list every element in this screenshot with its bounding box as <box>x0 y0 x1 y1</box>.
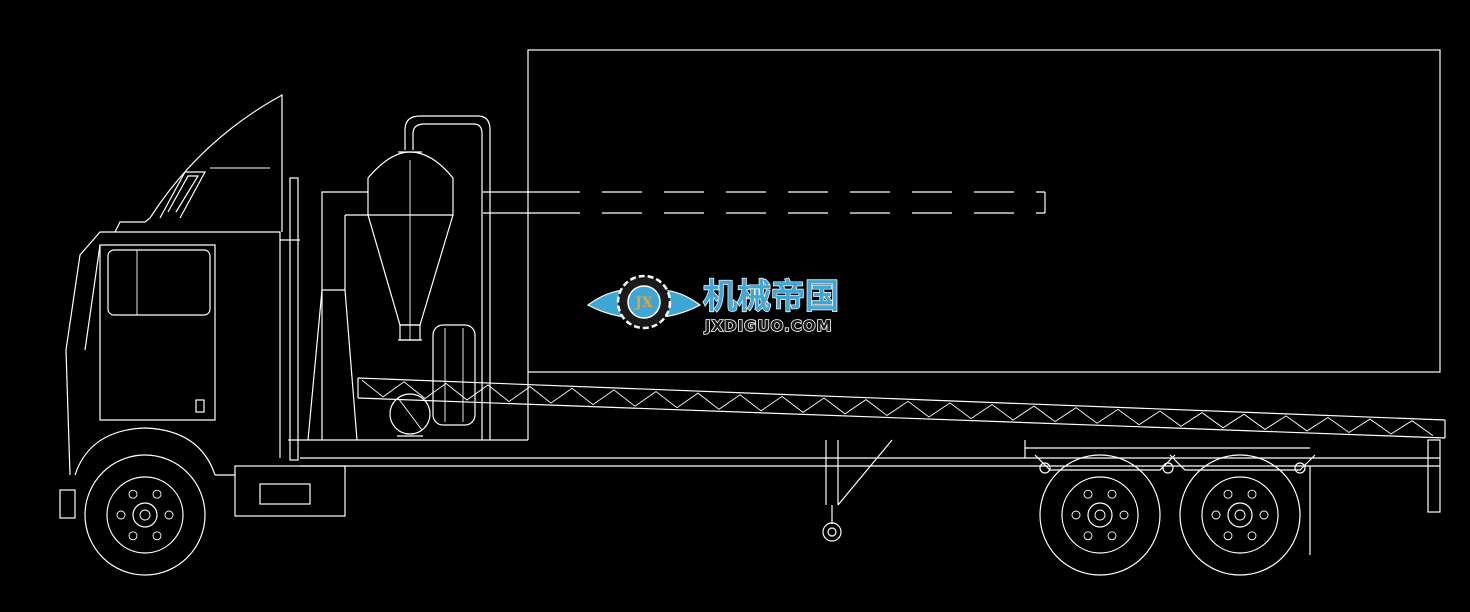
roof-visor-inner <box>167 175 200 213</box>
rear-hub-2 <box>1227 502 1253 528</box>
rotary-valve-blade <box>397 397 423 431</box>
conveyor-flight-zigzag <box>361 379 1434 436</box>
cab-outline <box>65 231 281 476</box>
rotary-valve <box>389 393 431 435</box>
wheel-lug-hole <box>1259 510 1269 520</box>
suspension-spring-1 <box>1034 454 1176 471</box>
trailer-chassis <box>300 372 1441 555</box>
wheel-lug-hole <box>1071 510 1081 520</box>
roof-visor <box>159 171 207 219</box>
front-wheel <box>84 454 206 576</box>
column-outer <box>321 191 368 440</box>
rear-hub-1 <box>1087 502 1113 528</box>
wheel-lug-hole <box>1083 531 1093 541</box>
cab-roof-step <box>114 217 151 233</box>
landing-gear-foot <box>822 522 842 542</box>
wheel-lug-hole <box>152 489 162 499</box>
watermark-logo: JX 机械帝国 JXDIGUO.COM <box>586 274 840 336</box>
logo-title-cn: 机械帝国 <box>703 277 839 317</box>
wheel-lug-hole <box>1107 531 1117 541</box>
logo-gear-center <box>627 285 661 319</box>
rear-rim-1 <box>1061 476 1139 554</box>
windshield-edge <box>84 244 101 351</box>
front-fender <box>74 427 216 476</box>
wheel-lug-hole <box>1247 489 1257 499</box>
truck-cab <box>59 93 346 519</box>
door-handle <box>195 399 205 413</box>
dashed-pipe <box>483 191 1046 214</box>
wheel-lug-holes <box>116 489 1269 541</box>
logo-mark-text: JX <box>633 295 653 311</box>
pipe-loop-inner <box>412 123 483 440</box>
front-rim <box>106 476 184 554</box>
cab-window <box>107 249 211 316</box>
cyclone-separator <box>367 115 491 440</box>
blower-unit <box>389 324 476 437</box>
roof-fairing <box>149 93 283 232</box>
rear-tire-2 <box>1179 454 1301 576</box>
exhaust-stack <box>289 177 299 461</box>
wheel-lug-hole <box>1083 489 1093 499</box>
pipe-loop-outer <box>404 115 491 440</box>
rear-rim-2 <box>1201 476 1279 554</box>
suspension-pivot-3 <box>1294 462 1306 474</box>
front-bumper <box>59 489 76 519</box>
hopper-column <box>288 191 528 441</box>
rear-hub-center-2 <box>1234 509 1246 521</box>
logo-site-url: JXDIGUO.COM <box>704 317 832 335</box>
landing-gear-foot-hub <box>827 527 837 537</box>
front-hub-center <box>139 509 151 521</box>
cab-door <box>99 244 216 421</box>
rear-wheel-1 <box>1039 454 1161 576</box>
wheel-lug-hole <box>152 531 162 541</box>
front-hub <box>132 502 158 528</box>
cargo-box <box>527 49 1441 373</box>
landing-gear-brace <box>837 439 893 506</box>
cyclone-body <box>367 151 454 216</box>
wheel-lug-hole <box>1107 489 1117 499</box>
wheel-lug-hole <box>1223 489 1233 499</box>
wheel-lug-hole <box>1119 510 1129 520</box>
cyclone-cone <box>367 214 454 326</box>
front-tire <box>84 454 206 576</box>
wheel-lug-hole <box>128 489 138 499</box>
fuel-tank-step <box>259 483 311 505</box>
wheel-lug-hole <box>164 510 174 520</box>
rear-tire-1 <box>1039 454 1161 576</box>
wheel-lug-hole <box>1247 531 1257 541</box>
cargo-box-outline <box>527 49 1441 373</box>
rear-hub-center-1 <box>1094 509 1106 521</box>
suspension-pivot-1 <box>1039 462 1051 474</box>
suspension-spring-2 <box>1169 454 1316 471</box>
wheel-lug-hole <box>1211 510 1221 520</box>
screw-conveyor <box>357 377 1446 439</box>
conveyor-top <box>357 377 1446 421</box>
wheel-lug-hole <box>128 531 138 541</box>
hopper-tapered <box>307 289 358 441</box>
blower-housing <box>432 324 476 426</box>
wheel-lug-hole <box>116 510 126 520</box>
fuel-tank <box>234 465 346 517</box>
rear-wheel-2 <box>1179 454 1301 576</box>
wheel-lug-hole <box>1223 531 1233 541</box>
rear-bumper-post <box>1427 439 1441 513</box>
suspension-pivot-2 <box>1162 462 1174 474</box>
conveyor-bottom <box>357 397 1446 439</box>
